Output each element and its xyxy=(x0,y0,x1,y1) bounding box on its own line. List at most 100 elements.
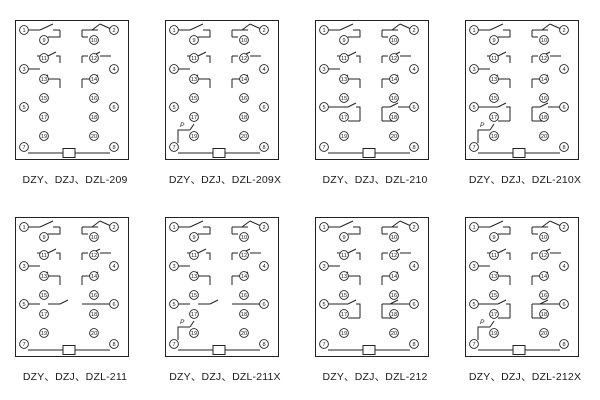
contact-blade xyxy=(189,220,204,228)
terminal-label: 5 xyxy=(172,105,175,111)
wire xyxy=(56,252,61,260)
terminal-label: 13 xyxy=(341,274,347,280)
terminal-circle xyxy=(109,142,119,152)
terminal-17: 17 xyxy=(489,309,499,319)
terminal-17: 17 xyxy=(189,112,199,122)
terminal-label: 3 xyxy=(322,264,325,270)
terminal-circle xyxy=(389,250,399,260)
terminal-circle xyxy=(389,232,399,242)
terminal-5: 5 xyxy=(319,299,329,309)
diagram-frame xyxy=(165,20,279,160)
terminal-circle xyxy=(19,25,29,35)
terminal-circle xyxy=(489,131,499,141)
terminal-13: 13 xyxy=(489,271,499,281)
terminal-circle xyxy=(169,222,179,232)
terminal-circle xyxy=(189,232,199,242)
terminal-2: 2 xyxy=(109,222,119,232)
wire xyxy=(549,23,562,30)
terminal-circle xyxy=(559,299,569,309)
terminal-label: 8 xyxy=(412,342,415,348)
terminal-circle xyxy=(189,250,199,260)
terminal-label: 17 xyxy=(41,115,47,121)
contact-blade xyxy=(497,299,507,305)
terminal-label: 11 xyxy=(341,253,347,259)
terminal-12: 12 xyxy=(239,250,249,260)
terminal-circle xyxy=(339,328,349,338)
terminal-label: 13 xyxy=(41,274,47,280)
terminal-16: 16 xyxy=(539,93,549,103)
contact-blade xyxy=(59,299,69,305)
terminal-circle xyxy=(539,232,549,242)
terminal-circle xyxy=(409,261,419,271)
terminal-label: 2 xyxy=(112,28,115,34)
terminal-circle xyxy=(89,53,99,63)
terminal-circle xyxy=(89,112,99,122)
terminal-circle xyxy=(489,93,499,103)
terminal-label: 2 xyxy=(112,225,115,231)
terminal-circle xyxy=(539,290,549,300)
terminal-label: 13 xyxy=(491,274,497,280)
terminal-label: 5 xyxy=(322,105,325,111)
terminal-label: 4 xyxy=(112,264,115,270)
terminal-circle xyxy=(19,261,29,271)
contact-blade xyxy=(539,102,549,108)
terminal-4: 4 xyxy=(259,64,269,74)
terminal-label: 11 xyxy=(41,253,47,259)
terminal-label: 20 xyxy=(391,331,397,337)
terminal-label: 12 xyxy=(391,56,397,62)
terminal-circle xyxy=(239,232,249,242)
terminal-label: 5 xyxy=(322,302,325,308)
coil-box xyxy=(362,148,376,158)
terminal-circle xyxy=(89,271,99,281)
terminal-label: 15 xyxy=(341,293,347,299)
terminal-circle xyxy=(559,102,569,112)
terminal-circle xyxy=(39,232,49,242)
polarity-blade xyxy=(189,123,195,131)
terminal-label: 10 xyxy=(241,235,247,241)
terminal-20: 20 xyxy=(389,328,399,338)
terminal-10: 10 xyxy=(239,35,249,45)
diagram-frame xyxy=(165,217,279,357)
diagram-frame xyxy=(15,20,129,160)
contact-blade xyxy=(489,220,504,228)
terminal-13: 13 xyxy=(339,74,349,84)
terminal-label: 10 xyxy=(541,38,547,44)
terminal-circle xyxy=(169,25,179,35)
terminal-10: 10 xyxy=(539,232,549,242)
terminal-circle xyxy=(339,112,349,122)
contact-blade xyxy=(209,299,219,305)
terminal-19: 19 xyxy=(39,131,49,141)
terminal-label: 17 xyxy=(341,312,347,318)
contact-blade xyxy=(47,51,57,57)
terminal-11: 11 xyxy=(339,250,349,260)
terminal-circle xyxy=(189,131,199,141)
terminal-circle xyxy=(409,222,419,232)
terminal-label: 4 xyxy=(412,264,415,270)
terminal-18: 18 xyxy=(239,309,249,319)
terminal-14: 14 xyxy=(539,74,549,84)
terminal-label: 17 xyxy=(491,312,497,318)
terminal-13: 13 xyxy=(39,271,49,281)
terminal-label: 13 xyxy=(341,77,347,83)
terminal-label: 16 xyxy=(241,96,247,102)
diagram-frame xyxy=(315,20,429,160)
terminal-5: 5 xyxy=(469,299,479,309)
terminal-11: 11 xyxy=(189,53,199,63)
terminal-label: 4 xyxy=(262,264,265,270)
terminal-circle xyxy=(39,271,49,281)
terminal-circle xyxy=(319,64,329,74)
terminal-15: 15 xyxy=(189,290,199,300)
terminal-17: 17 xyxy=(339,112,349,122)
terminal-8: 8 xyxy=(259,142,269,152)
wire xyxy=(506,303,511,311)
terminal-label: 16 xyxy=(91,293,97,299)
terminal-label: 18 xyxy=(391,115,397,121)
terminal-circle xyxy=(489,112,499,122)
terminal-circle xyxy=(389,290,399,300)
terminal-circle xyxy=(319,222,329,232)
terminal-17: 17 xyxy=(39,309,49,319)
terminal-circle xyxy=(339,131,349,141)
diagram-frame xyxy=(315,217,429,357)
terminal-label: 6 xyxy=(562,105,565,111)
